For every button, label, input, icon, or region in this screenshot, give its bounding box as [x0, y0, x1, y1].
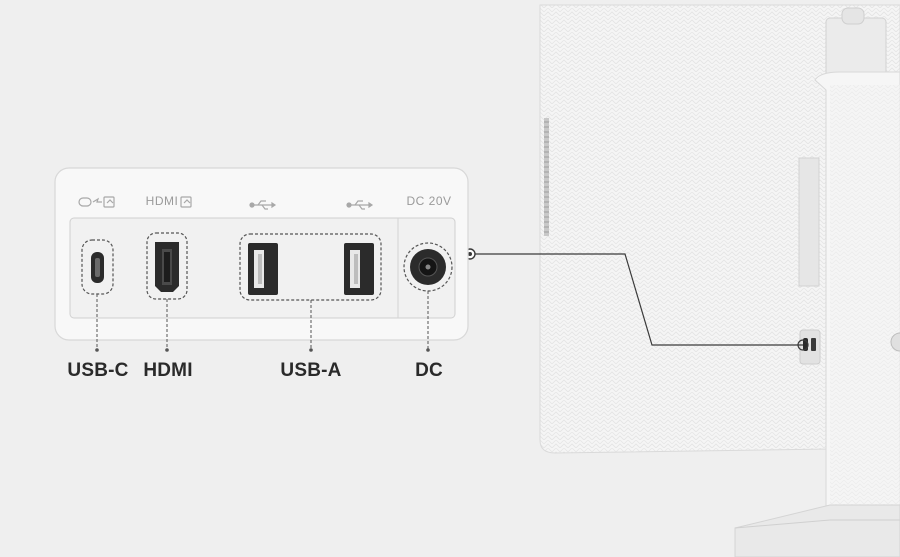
- camera-bracket: [825, 7, 887, 79]
- leader-dots: [95, 348, 430, 352]
- dc-jack: [403, 242, 453, 292]
- monitor-vent: [544, 118, 549, 236]
- usb-symbol-icon-2: [346, 200, 374, 210]
- label-hdmi: HDMI: [143, 360, 193, 381]
- usb-a-port-2: [344, 243, 374, 295]
- usb-symbol-icon-1: [249, 200, 277, 210]
- hdmi-arc-icon: [180, 196, 192, 208]
- label-usb-a: USB-A: [280, 360, 342, 381]
- label-usb-c: USB-C: [67, 360, 129, 381]
- monitor-stand-base: [734, 504, 900, 557]
- hdmi-port: [146, 232, 188, 300]
- stand-knob: [890, 332, 900, 352]
- usb-a-ports: [239, 233, 382, 301]
- usb-a-port-1: [248, 243, 278, 295]
- label-dc: DC: [415, 360, 443, 381]
- port-panel: [54, 167, 469, 352]
- hdmi-legend-text: HDMI: [145, 194, 179, 208]
- dc-legend-text: DC 20V: [406, 194, 452, 208]
- monitor-illustration: [539, 4, 900, 557]
- hinge-block: [798, 157, 820, 287]
- leader-lines: [96, 291, 429, 350]
- usb-c-power-icon: [78, 196, 115, 208]
